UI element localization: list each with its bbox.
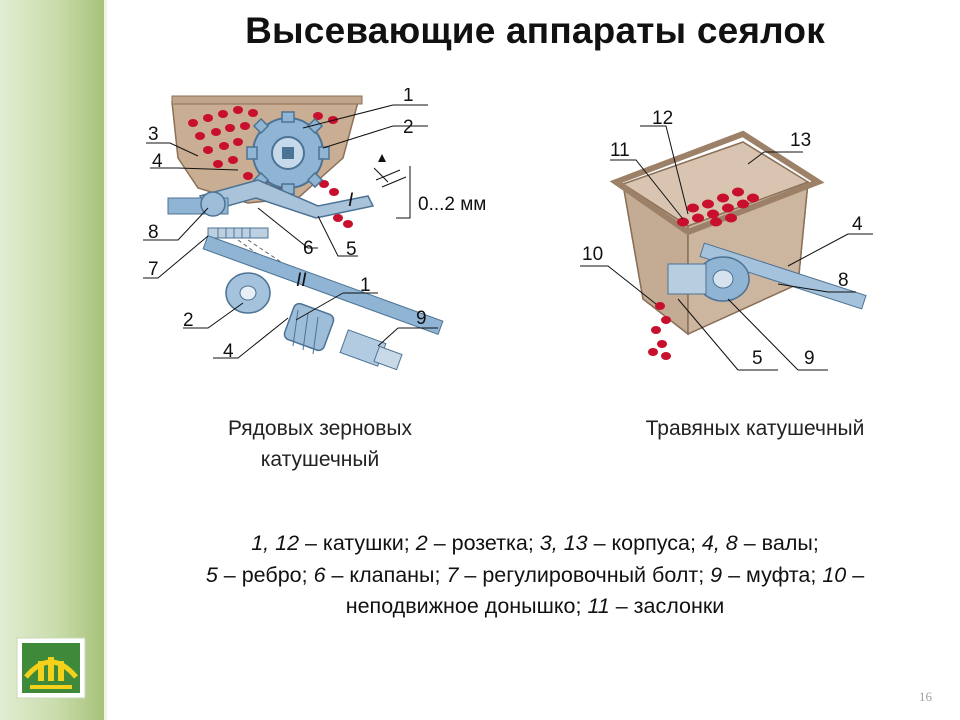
- label-2: 2: [403, 117, 414, 138]
- label-roman-2: II: [296, 270, 307, 291]
- housing-top: [171, 95, 363, 105]
- shaft: [699, 242, 867, 310]
- legend-desc: – регулировочный болт;: [458, 562, 711, 587]
- adjust-bolt: [207, 227, 269, 239]
- legend-line-1: 1, 12 – катушки; 2 – розетка; 3, 13 – ко…: [110, 528, 960, 560]
- label-5: 5: [346, 239, 357, 260]
- legend-num: 7: [446, 562, 459, 587]
- legend-desc: –: [846, 562, 865, 587]
- label-2-lower: 2: [183, 310, 194, 331]
- legend-desc: – валы;: [737, 531, 819, 555]
- label-4: 4: [852, 214, 863, 235]
- seeds: [188, 106, 353, 228]
- grass-seeder-drawing: 12 13 11 4 10 8 5 9: [580, 108, 873, 371]
- label-11: 11: [610, 140, 630, 161]
- lower-coil-assembly: [202, 235, 444, 371]
- label-roman-1: I: [348, 190, 354, 211]
- label-4: 4: [152, 151, 163, 172]
- seeds-falling: [648, 302, 671, 360]
- label-9: 9: [416, 308, 427, 329]
- label-3: 3: [148, 124, 159, 145]
- figure-grass-seeder: 12 13 11 4 10 8 5 9: [548, 94, 922, 390]
- legend-num: 2: [415, 531, 428, 555]
- label-1-lower: 1: [360, 275, 371, 296]
- label-4-lower: 4: [223, 341, 234, 362]
- legend-num: 6: [313, 562, 326, 587]
- label-1: 1: [403, 88, 414, 106]
- label-13: 13: [790, 130, 811, 151]
- caption-left: Рядовых зерновых катушечный: [170, 413, 470, 475]
- legend-text: 1, 12 – катушки; 2 – розетка; 3, 13 – ко…: [110, 528, 960, 623]
- caption-right: Травяных катушечный: [645, 417, 865, 440]
- legend-desc: – корпуса;: [587, 531, 702, 555]
- legend-line-3: неподвижное донышко; 11 – заслонки: [110, 591, 960, 623]
- legend-num: 10: [822, 562, 847, 587]
- page-title: Высевающие аппараты сеялок: [245, 10, 825, 51]
- frame: [609, 130, 825, 236]
- gap-label: 0...2 мм: [418, 194, 486, 215]
- label-8: 8: [838, 270, 849, 291]
- label-12: 12: [652, 108, 673, 129]
- legend-desc: – катушки;: [299, 531, 416, 555]
- legend-num: 9: [710, 562, 723, 587]
- legend-num: 11: [587, 594, 610, 618]
- sidebar-edge: [104, 0, 107, 720]
- legend-num: 5: [205, 562, 218, 587]
- label-9: 9: [804, 348, 815, 369]
- label-10: 10: [582, 244, 603, 265]
- legend-num: 3, 13: [539, 531, 588, 555]
- legend-desc: – клапаны;: [325, 562, 447, 587]
- legend-num: 1, 12: [251, 531, 300, 555]
- sidebar-decoration: [0, 0, 104, 720]
- legend-desc: неподвижное донышко;: [345, 594, 588, 618]
- caption-left-line2: катушечный: [260, 448, 380, 471]
- legend-desc: – заслонки: [609, 594, 725, 618]
- legend-line-2: 5 – ребро; 6 – клапаны; 7 – регулировочн…: [110, 560, 960, 592]
- label-5: 5: [752, 348, 763, 369]
- legend-desc: – розетка;: [427, 531, 540, 555]
- legend-num: 4, 8: [701, 531, 738, 555]
- seeds-hopper: [677, 187, 759, 227]
- label-8: 8: [148, 222, 159, 243]
- figure-grain-seeder: 1 2 3 4 8 7 6 5 I II 1 2 4 9 0...2 мм: [138, 85, 528, 390]
- caption-left-line1: Рядовых зерновых: [228, 417, 412, 440]
- legend-desc: – муфта;: [722, 562, 823, 587]
- legend-desc: – ребро;: [217, 562, 314, 587]
- grain-seeder-drawing: 1 2 3 4 8 7 6 5 I II 1 2 4 9 0...2 мм: [143, 85, 486, 371]
- label-6: 6: [303, 238, 314, 259]
- label-7: 7: [148, 259, 159, 280]
- page-number: 16: [919, 689, 932, 704]
- university-logo: [16, 637, 86, 699]
